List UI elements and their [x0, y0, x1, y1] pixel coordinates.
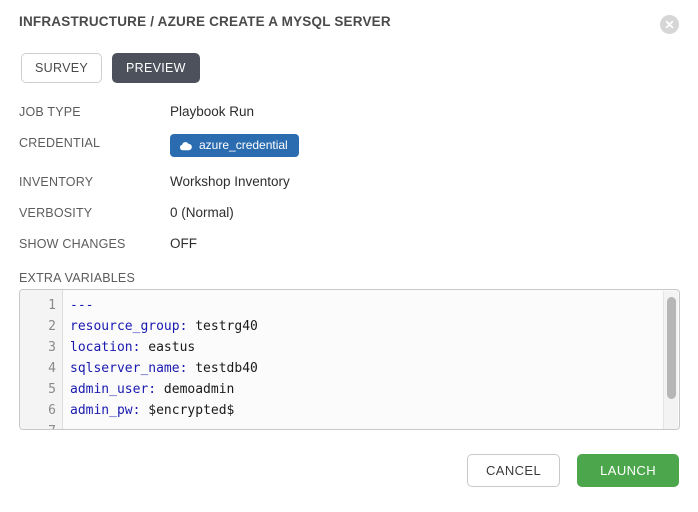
detail-label-verbosity: VERBOSITY — [19, 206, 93, 220]
extra-variables-label: EXTRA VARIABLES — [19, 271, 136, 285]
code-line-key: admin_user: — [70, 382, 157, 397]
code-line-value: demoadmin — [156, 382, 235, 397]
detail-value-verbosity: 0 (Normal) — [170, 205, 234, 220]
page-title: INFRASTRUCTURE / AZURE CREATE A MYSQL SE… — [19, 14, 391, 29]
code-line-key: location: — [70, 340, 141, 355]
line-number: 6 — [48, 403, 56, 418]
cancel-button[interactable]: CANCEL — [467, 454, 561, 487]
tab-preview[interactable]: PREVIEW — [111, 53, 200, 83]
credential-badge-label: azure_credential — [199, 138, 288, 152]
launch-button[interactable]: LAUNCH — [577, 454, 679, 487]
editor-scrollbar[interactable] — [663, 291, 678, 429]
credential-badge[interactable]: azure_credential — [170, 134, 299, 157]
code-line-value: testrg40 — [187, 319, 258, 334]
cloud-icon — [179, 141, 192, 151]
detail-row-job-type: JOB TYPE Playbook Run — [19, 103, 659, 124]
editor-scrollbar-thumb[interactable] — [667, 297, 676, 399]
line-number: 3 — [48, 340, 56, 355]
tab-survey[interactable]: SURVEY — [21, 53, 102, 83]
code-line-key: resource_group: — [70, 319, 188, 334]
code-line: sqlserver_name: testdb40 — [70, 358, 679, 379]
job-details: JOB TYPE Playbook Run CREDENTIAL azure_c… — [19, 103, 659, 266]
code-line-key: --- — [70, 298, 94, 313]
code-line-key: admin_pw: — [70, 403, 141, 418]
code-line-value: eastus — [140, 340, 196, 355]
code-line-value: testdb40 — [187, 361, 258, 376]
code-line: --- — [70, 295, 679, 316]
detail-row-credential: CREDENTIAL azure_credential — [19, 134, 659, 157]
detail-label-show-changes: SHOW CHANGES — [19, 237, 126, 251]
editor-line-numbers: 1 2 3 4 5 6 7 — [20, 290, 63, 429]
close-icon[interactable] — [660, 15, 679, 34]
line-number: 5 — [48, 382, 56, 397]
detail-value-job-type: Playbook Run — [170, 104, 255, 119]
detail-value-show-changes: OFF — [170, 236, 197, 251]
code-line: resource_group: testrg40 — [70, 316, 679, 337]
line-number: 4 — [48, 361, 56, 376]
code-line-value: $encrypted$ — [140, 403, 235, 418]
extra-variables-editor[interactable]: 1 2 3 4 5 6 7 --- resource_group: testrg… — [19, 289, 680, 430]
code-line: admin_user: demoadmin — [70, 379, 679, 400]
line-number: 1 — [48, 298, 56, 313]
dialog-tabs: SURVEY PREVIEW — [21, 53, 200, 83]
line-number: 2 — [48, 319, 56, 334]
detail-row-show-changes: SHOW CHANGES OFF — [19, 235, 659, 256]
detail-value-credential: azure_credential — [170, 134, 299, 157]
detail-label-credential: CREDENTIAL — [19, 136, 101, 150]
detail-label-job-type: JOB TYPE — [19, 105, 81, 119]
line-number: 7 — [20, 421, 62, 429]
detail-row-verbosity: VERBOSITY 0 (Normal) — [19, 204, 659, 225]
detail-value-inventory: Workshop Inventory — [170, 174, 290, 189]
code-line: admin_pw: $encrypted$ — [70, 400, 679, 421]
code-line-key: sqlserver_name: — [70, 361, 188, 376]
editor-code-area[interactable]: --- resource_group: testrg40 location: e… — [63, 290, 679, 429]
detail-label-inventory: INVENTORY — [19, 175, 94, 189]
detail-row-inventory: INVENTORY Workshop Inventory — [19, 173, 659, 194]
code-line: location: eastus — [70, 337, 679, 358]
dialog-header: INFRASTRUCTURE / AZURE CREATE A MYSQL SE… — [19, 14, 658, 29]
dialog-footer: CANCEL LAUNCH — [467, 454, 679, 487]
